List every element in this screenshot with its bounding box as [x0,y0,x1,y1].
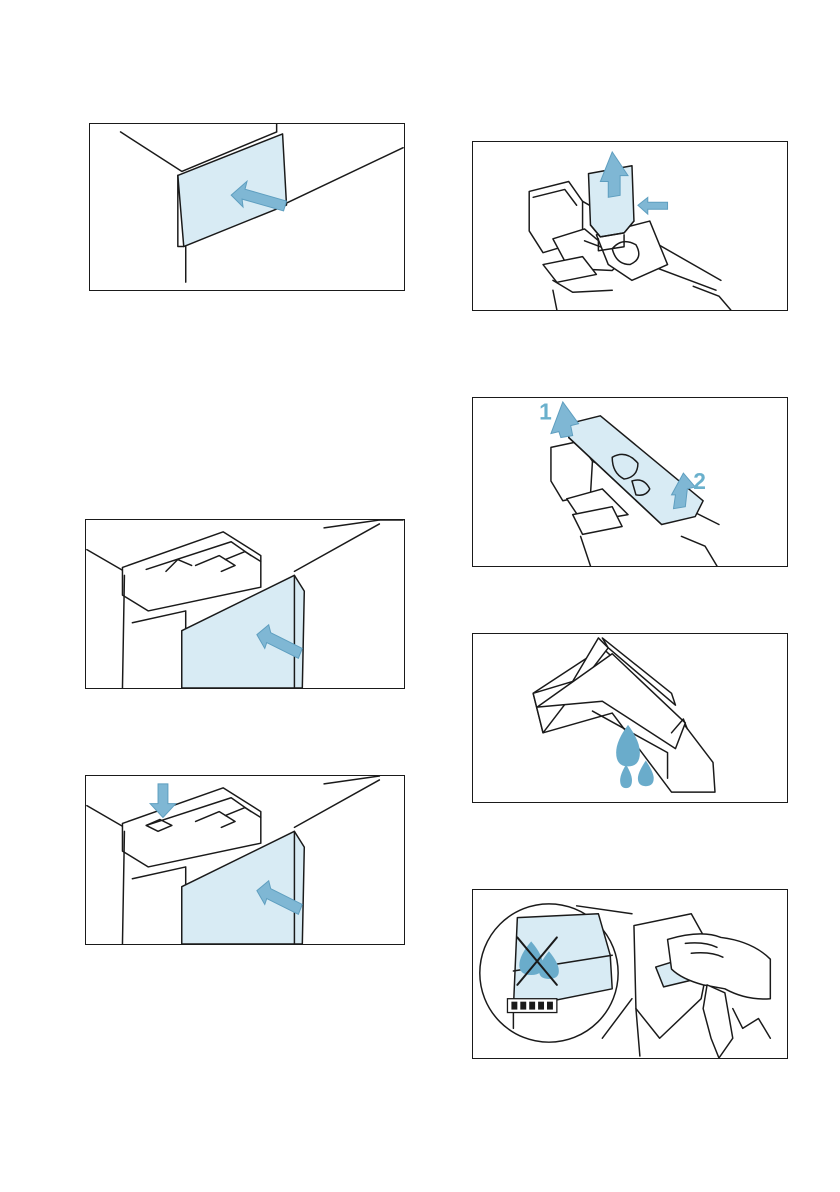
remove-cover-icon: 1 2 [473,398,787,566]
illustration-drain-drawer [472,633,788,803]
illustration-wipe-dry [472,889,788,1059]
step-label-1: 1 [539,399,552,425]
illustration-push-panel [89,123,405,291]
press-release-pull-icon [86,776,404,944]
wipe-dry-icon [473,890,787,1058]
pull-drawer-icon [86,520,404,688]
illustration-lift-insert [472,141,788,311]
illustration-remove-cover: 1 2 [472,397,788,567]
step-label-2: 2 [693,468,706,494]
illustration-press-pull [85,775,405,945]
illustration-pull-drawer [85,519,405,689]
drain-water-icon [473,634,787,802]
push-panel-icon [90,124,404,290]
lift-insert-icon [473,142,787,310]
